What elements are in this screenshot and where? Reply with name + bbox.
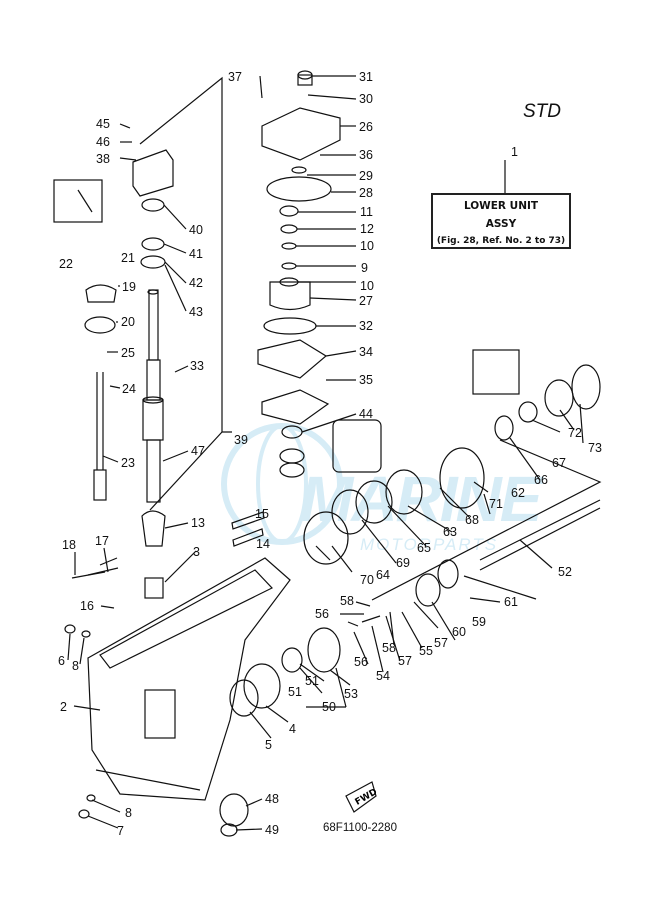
part-label-61: 61 <box>504 595 518 609</box>
part-label-60: 60 <box>452 625 466 639</box>
part-label-42: 42 <box>189 276 203 290</box>
part-label-55: 55 <box>419 644 433 658</box>
part-label-38: 38 <box>96 152 110 166</box>
part-label-28: 28 <box>359 186 373 200</box>
part-label-45: 45 <box>96 117 110 131</box>
part-label-10b: 10 <box>360 279 374 293</box>
part-label-27: 27 <box>359 294 373 308</box>
part-label-17: 17 <box>95 534 109 548</box>
part-label-68: 68 <box>465 513 479 527</box>
part-label-14: 14 <box>256 537 270 551</box>
part-label-15: 15 <box>255 507 269 521</box>
part-label-62: 62 <box>511 486 525 500</box>
part-label-10: 10 <box>360 239 374 253</box>
part-label-33: 33 <box>190 359 204 373</box>
part-label-51: 51 <box>288 685 302 699</box>
part-label-56: 56 <box>315 607 329 621</box>
part-label-18: 18 <box>62 538 76 552</box>
part-label-40: 40 <box>189 223 203 237</box>
part-label-16: 16 <box>80 599 94 613</box>
part-label-34: 34 <box>359 345 373 359</box>
variant-label: STD <box>523 101 561 122</box>
part-label-19: 19 <box>122 280 136 294</box>
part-label-54: 54 <box>376 669 390 683</box>
part-label-1: 1 <box>511 145 518 159</box>
part-label-65: 65 <box>417 541 431 555</box>
part-label-64: 64 <box>376 568 390 582</box>
part-label-57: 57 <box>398 654 412 668</box>
part-label-53: 53 <box>344 687 358 701</box>
part-label-70: 70 <box>360 573 374 587</box>
part-label-6: 6 <box>58 654 65 668</box>
part-label-4: 4 <box>289 722 296 736</box>
part-label-23: 23 <box>121 456 135 470</box>
part-label-29: 29 <box>359 169 373 183</box>
part-label-8b: 8 <box>125 806 132 820</box>
part-label-71: 71 <box>489 497 503 511</box>
part-label-24: 24 <box>122 382 136 396</box>
part-label-41: 41 <box>189 247 203 261</box>
part-label-22: 22 <box>59 257 73 271</box>
part-label-63: 63 <box>443 525 457 539</box>
part-label-35: 35 <box>359 373 373 387</box>
part-label-21: 21 <box>121 251 135 265</box>
part-label-51b: 51 <box>305 674 319 688</box>
part-label-3: 3 <box>193 545 200 559</box>
info-box-line2: ASSY <box>485 218 517 230</box>
part-label-56b: 56 <box>354 655 368 669</box>
part-label-73: 73 <box>588 441 602 455</box>
info-box-line3: (Fig. 28, Ref. No. 2 to 73) <box>436 236 566 246</box>
part-label-47: 47 <box>191 444 205 458</box>
part-label-26: 26 <box>359 120 373 134</box>
part-label-11: 11 <box>360 205 373 219</box>
part-label-52: 52 <box>558 565 572 579</box>
part-label-50: 50 <box>322 700 336 714</box>
part-label-44: 44 <box>359 407 373 421</box>
part-label-43: 43 <box>189 305 203 319</box>
part-label-69: 69 <box>396 556 410 570</box>
part-label-58b: 58 <box>382 641 396 655</box>
part-label-66: 66 <box>534 473 548 487</box>
part-label-39: 39 <box>234 433 248 447</box>
part-label-8: 8 <box>72 659 79 673</box>
info-box-line1: LOWER UNIT <box>463 200 539 212</box>
part-label-2: 2 <box>60 700 67 714</box>
watermark-sub: MOTORPARTS <box>360 535 499 554</box>
part-label-31: 31 <box>359 70 373 84</box>
part-label-49: 49 <box>265 823 279 837</box>
part-label-57b: 57 <box>434 636 448 650</box>
part-label-48: 48 <box>265 792 279 806</box>
part-label-9: 9 <box>361 261 368 275</box>
part-label-59: 59 <box>472 615 486 629</box>
part-label-13: 13 <box>191 516 205 530</box>
part-label-67: 67 <box>552 456 566 470</box>
part-label-72: 72 <box>568 426 582 440</box>
part-label-46: 46 <box>96 135 110 149</box>
part-label-58: 58 <box>340 594 354 608</box>
part-label-20: 20 <box>121 315 135 329</box>
part-label-25: 25 <box>121 346 135 360</box>
part-label-7: 7 <box>117 824 124 838</box>
part-label-36: 36 <box>359 148 373 162</box>
lower-unit-info-box: LOWER UNIT ASSY (Fig. 28, Ref. No. 2 to … <box>431 193 571 249</box>
diagram-code: 68F1100-2280 <box>323 822 397 834</box>
part-label-5: 5 <box>265 738 272 752</box>
part-label-30: 30 <box>359 92 373 106</box>
part-label-37: 37 <box>228 70 242 84</box>
part-label-12: 12 <box>360 222 374 236</box>
part-label-32: 32 <box>359 319 373 333</box>
